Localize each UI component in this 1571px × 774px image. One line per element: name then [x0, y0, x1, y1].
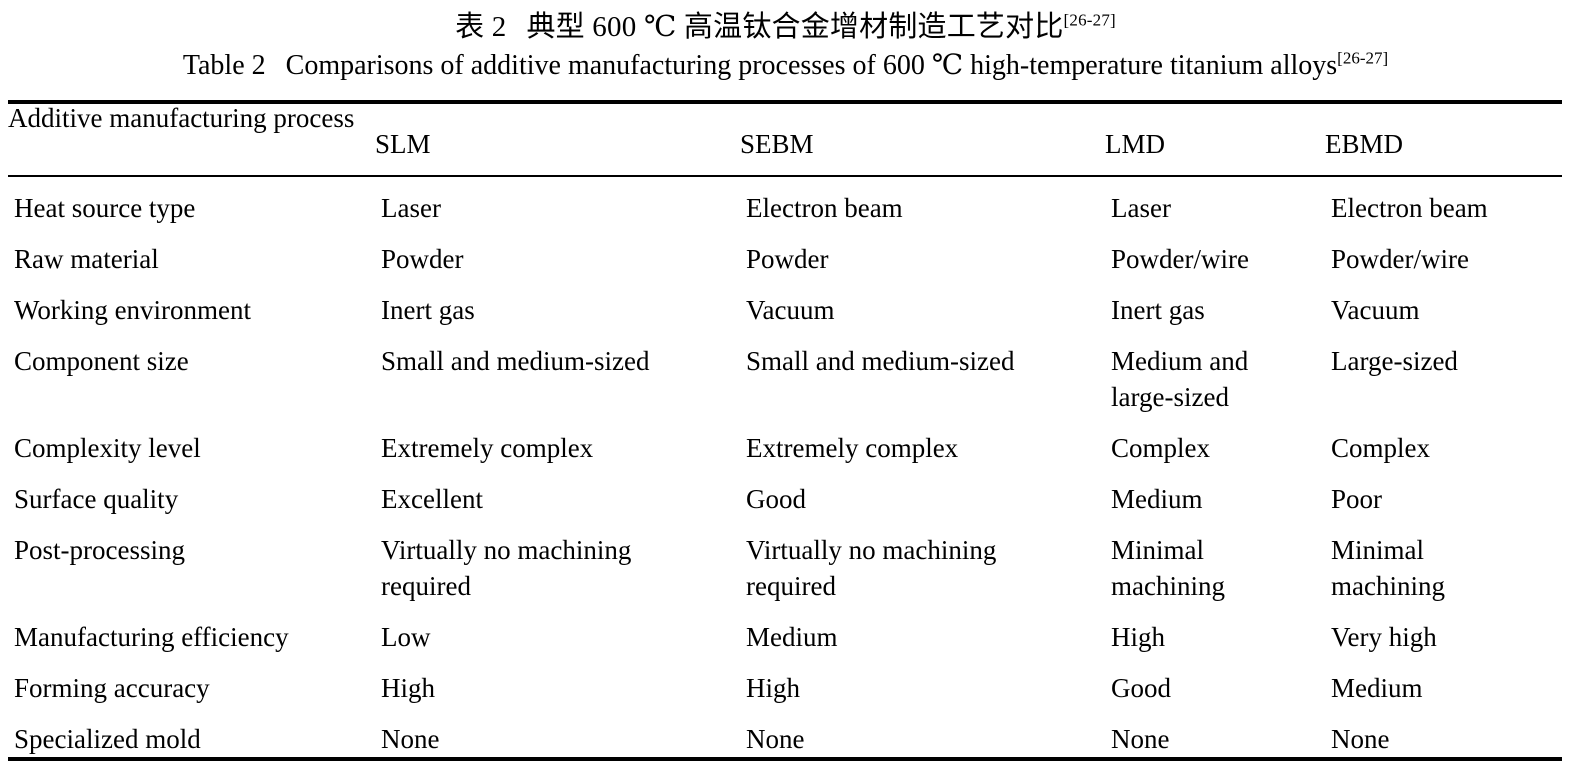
- table-rule-bottom: [8, 757, 1562, 761]
- column-header-sebm: SEBM: [740, 129, 814, 159]
- cell-ebmd: Vacuum: [1331, 295, 1420, 325]
- table-row: Heat source type Laser Electron beam Las…: [8, 175, 1562, 226]
- cell-slm: Excellent: [381, 484, 483, 514]
- cell-lmd: High: [1111, 622, 1165, 652]
- table-rule-header-separator: [8, 175, 1562, 177]
- row-label: Forming accuracy: [14, 673, 210, 703]
- cell-ebmd: Complex: [1331, 433, 1430, 463]
- caption-chinese-citation: [26-27]: [1063, 10, 1116, 30]
- table-row: Forming accuracy High High Good Medium: [8, 655, 1562, 706]
- cell-sebm: None: [746, 724, 805, 754]
- cell-slm: Inert gas: [381, 295, 475, 325]
- column-header-slm: SLM: [375, 129, 431, 159]
- cell-lmd: Powder/wire: [1111, 244, 1249, 274]
- row-label: Post-processing: [14, 535, 185, 565]
- table-row: Surface quality Excellent Good Medium Po…: [8, 466, 1562, 517]
- comparison-table: Additive manufacturing process SLM SEBM …: [8, 100, 1562, 757]
- table-row: Raw material Powder Powder Powder/wire P…: [8, 226, 1562, 277]
- cell-lmd: Medium: [1111, 484, 1203, 514]
- caption-english-citation: [26-27]: [1337, 48, 1389, 68]
- cell-sebm: Good: [746, 484, 806, 514]
- cell-slm: Powder: [381, 244, 464, 274]
- cell-slm: Extremely complex: [381, 433, 594, 463]
- table-row: Post-processing Virtually no machining r…: [8, 517, 1562, 604]
- caption-chinese-label: 表 2: [455, 11, 507, 43]
- table-row: Component size Small and medium-sized Sm…: [8, 328, 1562, 415]
- row-label: Raw material: [14, 244, 159, 274]
- cell-ebmd: Large-sized: [1331, 346, 1458, 376]
- cell-lmd: Minimal machining: [1111, 535, 1225, 601]
- cell-slm: Low: [381, 622, 431, 652]
- row-label: Manufacturing efficiency: [14, 622, 289, 652]
- cell-ebmd: Medium: [1331, 673, 1423, 703]
- cell-ebmd: Electron beam: [1331, 193, 1488, 223]
- table-row: Complexity level Extremely complex Extre…: [8, 415, 1562, 466]
- cell-ebmd: None: [1331, 724, 1390, 754]
- column-header-process: Additive manufacturing process: [8, 103, 355, 133]
- table-body: Heat source type Laser Electron beam Las…: [8, 175, 1562, 757]
- cell-sebm: Medium: [746, 622, 838, 652]
- cell-sebm: Powder: [746, 244, 829, 274]
- caption-english-text: Comparisons of additive manufacturing pr…: [285, 50, 1338, 81]
- cell-sebm: High: [746, 673, 800, 703]
- table-row: Manufacturing efficiency Low Medium High…: [8, 604, 1562, 655]
- cell-slm: Small and medium-sized: [381, 346, 650, 376]
- caption-english: Table 2 Comparisons of additive manufactu…: [0, 47, 1571, 85]
- cell-lmd: Laser: [1111, 193, 1171, 223]
- cell-slm: None: [381, 724, 440, 754]
- column-header-lmd: LMD: [1105, 129, 1165, 159]
- row-label: Specialized mold: [14, 724, 201, 754]
- cell-sebm: Extremely complex: [746, 433, 959, 463]
- table-row: Specialized mold None None None None: [8, 706, 1562, 757]
- cell-ebmd: Poor: [1331, 484, 1383, 514]
- caption-english-label: Table 2: [182, 50, 266, 81]
- row-label: Heat source type: [14, 193, 196, 223]
- table-header-row: Additive manufacturing process SLM SEBM …: [8, 100, 1562, 175]
- cell-slm: Laser: [381, 193, 441, 223]
- column-header-ebmd: EBMD: [1325, 129, 1404, 159]
- caption-chinese-text: 典型 600 ℃ 高温钛合金增材制造工艺对比: [526, 11, 1064, 43]
- cell-lmd: Good: [1111, 673, 1171, 703]
- row-label: Surface quality: [14, 484, 179, 514]
- row-label: Working environment: [14, 295, 252, 325]
- cell-ebmd: Very high: [1331, 622, 1437, 652]
- cell-sebm: Electron beam: [746, 193, 903, 223]
- caption-chinese: 表 2 典型 600 ℃ 高温钛合金增材制造工艺对比[26-27]: [0, 8, 1571, 46]
- cell-sebm: Virtually no machining required: [746, 535, 997, 601]
- row-label: Complexity level: [14, 433, 201, 463]
- cell-slm: High: [381, 673, 435, 703]
- cell-sebm: Vacuum: [746, 295, 835, 325]
- table-head: Additive manufacturing process SLM SEBM …: [8, 100, 1562, 175]
- cell-lmd: Medium and large-sized: [1111, 346, 1249, 412]
- cell-ebmd: Minimal machining: [1331, 535, 1445, 601]
- table-row: Working environment Inert gas Vacuum Ine…: [8, 277, 1562, 328]
- cell-lmd: None: [1111, 724, 1170, 754]
- row-label: Component size: [14, 346, 189, 376]
- cell-lmd: Complex: [1111, 433, 1210, 463]
- cell-lmd: Inert gas: [1111, 295, 1205, 325]
- cell-slm: Virtually no machining required: [381, 535, 632, 601]
- cell-sebm: Small and medium-sized: [746, 346, 1015, 376]
- table-rule-top: [8, 100, 1562, 104]
- comparison-table-wrapper: Additive manufacturing process SLM SEBM …: [8, 100, 1562, 757]
- cell-ebmd: Powder/wire: [1331, 244, 1469, 274]
